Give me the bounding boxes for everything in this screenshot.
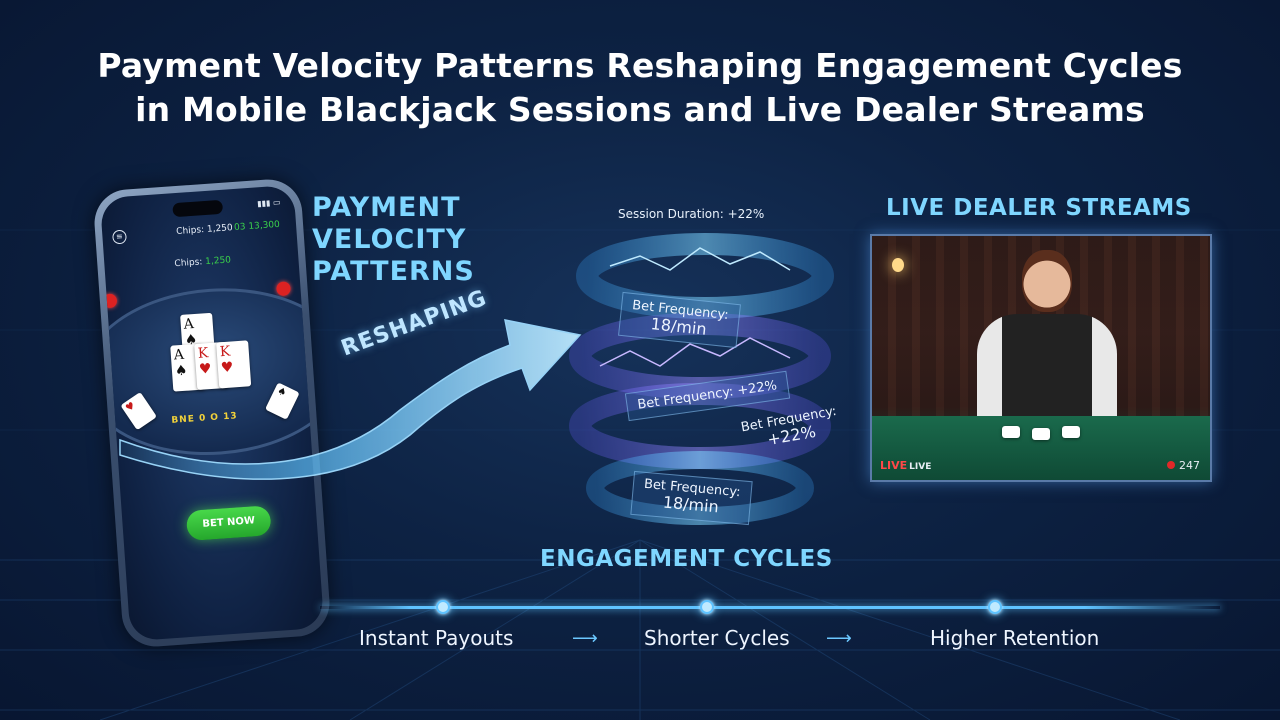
heading-line-2: VELOCITY — [312, 224, 467, 255]
record-dot-icon — [1167, 461, 1175, 469]
session-duration-label: Session Duration: +22% — [618, 207, 765, 221]
dealer-figure — [977, 314, 1117, 424]
table-card — [1062, 426, 1080, 438]
viewer-count: 247 — [1167, 459, 1200, 472]
chips-balance-top: Chips: 1,250 — [175, 223, 234, 238]
live-dealer-heading: LIVE DEALER STREAMS — [886, 195, 1192, 221]
chips-label: Chips: — [174, 257, 203, 270]
timeline-line — [320, 606, 1220, 609]
menu-icon[interactable]: ≡ — [112, 229, 127, 245]
phone-notch — [172, 199, 224, 218]
payment-velocity-heading: PAYMENT VELOCITY PATTERNS — [312, 192, 475, 288]
engagement-cycles-heading: ENGAGEMENT CYCLES — [540, 546, 833, 572]
timeline-step-shorter-cycles: Shorter Cycles — [644, 626, 790, 650]
timeline-node — [436, 600, 450, 614]
reshaping-arrow-icon — [119, 319, 582, 480]
table-card — [1002, 426, 1020, 438]
label-d-value: 18/min — [662, 492, 720, 517]
wall-lamp-icon — [892, 258, 904, 272]
timeline-node — [700, 600, 714, 614]
engagement-spiral — [569, 233, 834, 525]
bet-now-button[interactable]: BET NOW — [185, 505, 272, 541]
dealer-face — [1022, 250, 1072, 312]
game-topbar: ≡ Chips: 1,250 03 13,300 — [110, 217, 289, 247]
chips-value: 1,250 — [204, 255, 232, 268]
page-title: Payment Velocity Patterns Reshaping Enga… — [0, 44, 1280, 132]
table-card — [1032, 428, 1050, 440]
title-line-1: Payment Velocity Patterns Reshaping Enga… — [97, 46, 1183, 85]
signal-battery-icon: ▮▮▮ ▭ — [256, 197, 281, 209]
timeline-step-instant-payouts: Instant Payouts — [359, 626, 514, 650]
chips-balance: Chips: 1,250 — [174, 255, 231, 269]
arrow-right-icon: ⟶ — [826, 628, 852, 649]
casino-table-felt — [872, 416, 1210, 480]
viewer-count-value: 247 — [1179, 459, 1200, 472]
heading-line-3: PATTERNS — [312, 256, 475, 287]
title-line-2: in Mobile Blackjack Sessions and Live De… — [135, 90, 1145, 129]
live-badge-text: LIVE — [880, 459, 908, 472]
live-badge-sub: LIVE — [909, 462, 932, 472]
heading-line-1: PAYMENT — [312, 192, 461, 223]
arrow-right-icon: ⟶ — [572, 628, 598, 649]
timeline-node — [988, 600, 1002, 614]
chips-balance-green: 03 13,300 — [233, 219, 281, 233]
timeline-step-higher-retention: Higher Retention — [930, 626, 1100, 650]
